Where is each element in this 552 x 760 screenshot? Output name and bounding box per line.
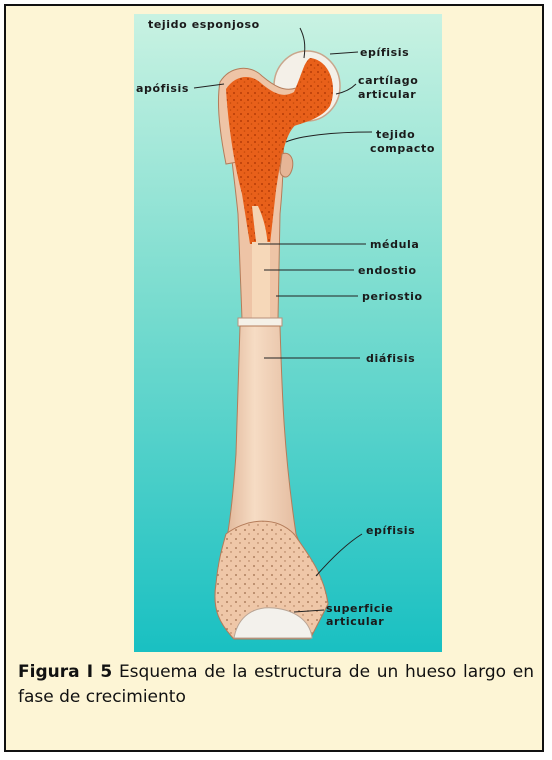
label-endostio: endostio (358, 264, 417, 277)
figure-frame: tejido esponjoso epífisis apófisis cartí… (4, 4, 544, 752)
label-tejido-compacto-1: tejido (376, 128, 415, 141)
figure-number: Figura I 5 (18, 662, 112, 682)
label-medula: médula (370, 238, 419, 251)
label-epifisis-bottom: epífisis (366, 524, 415, 537)
growth-plate (238, 318, 282, 326)
label-cartilago-1: cartílago (358, 74, 418, 87)
bone-diagram: tejido esponjoso epífisis apófisis cartí… (134, 14, 442, 652)
label-superficie-2: articular (326, 615, 384, 628)
label-periostio: periostio (362, 290, 423, 303)
label-epifisis-top: epífisis (360, 46, 409, 59)
figure-caption: Figura I 5 Esquema de la estructura de u… (18, 660, 534, 710)
label-diafisis: diáfisis (366, 352, 415, 365)
label-apofisis: apófisis (136, 82, 189, 95)
label-cartilago-2: articular (358, 88, 416, 101)
label-tejido-compacto-2: compacto (370, 142, 435, 155)
label-tejido-esponjoso: tejido esponjoso (148, 18, 260, 31)
label-superficie-1: superficie (326, 602, 393, 615)
femur-illustration: tejido esponjoso epífisis apófisis cartí… (134, 14, 442, 652)
